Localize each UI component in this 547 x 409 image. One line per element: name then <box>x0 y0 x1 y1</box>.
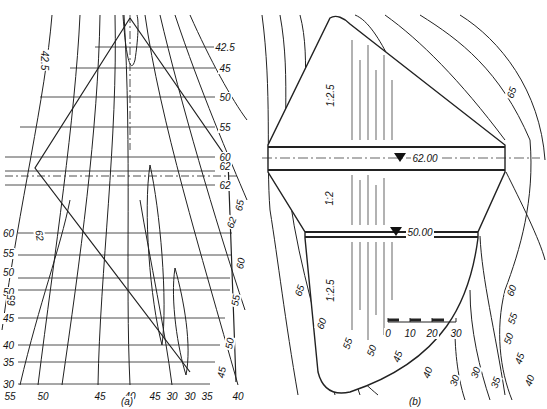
elevation-label: 35 <box>489 374 504 390</box>
elevation-label: 60 <box>505 282 520 298</box>
elevation-label: 50.00 <box>406 227 433 238</box>
elevation-label: 50 <box>502 330 517 346</box>
elevation-label: 30 <box>183 391 196 402</box>
elevation-label: 40 <box>231 391 244 402</box>
elevation-label: 50 <box>36 391 49 402</box>
elevation-label: 62 <box>218 161 231 172</box>
elevation-label: 20 <box>425 328 438 339</box>
slope-ratio: 1:2.5 <box>325 83 336 107</box>
elevation-label: 55 <box>506 310 521 326</box>
elevation-label: 55 <box>229 293 242 308</box>
elevation-label: 60 <box>234 256 247 271</box>
panel-label: (a) <box>120 396 134 407</box>
embankment-b <box>268 16 505 393</box>
elevation-label: 30 <box>165 391 178 402</box>
elevation-label: 55 <box>218 122 231 133</box>
elevation-label: 50 <box>218 92 231 103</box>
elevation-label: 62 <box>218 180 231 191</box>
elevation-label: 30 <box>448 372 463 388</box>
fill-outline-a <box>35 18 236 382</box>
elevation-label: 42.5 <box>40 49 51 70</box>
elevation-label: 45 <box>148 391 161 402</box>
elevation-label: 65 <box>505 84 520 100</box>
elevation-label: 62 <box>33 228 46 243</box>
elevation-label: 42.5 <box>214 42 235 53</box>
elevation-label: 65 <box>233 198 246 213</box>
level-symbols <box>390 153 406 236</box>
contours-b <box>262 15 545 400</box>
elevation-label: 30 <box>469 364 484 380</box>
elevation-label: 40 <box>421 364 436 380</box>
elevation-label: 45 <box>2 313 15 324</box>
elevation-lines-a <box>5 15 240 384</box>
elevation-label: 40 <box>2 340 15 351</box>
elevation-label: 30 <box>2 379 15 390</box>
elevation-label: 60 <box>2 228 15 239</box>
elevation-label: 65 <box>7 293 18 306</box>
elevation-label: 45 <box>215 365 228 380</box>
elevation-label: 55 <box>3 391 16 402</box>
elevation-label: 50 <box>2 267 15 278</box>
elevation-label: 45 <box>93 391 106 402</box>
elevation-label: 35 <box>2 357 15 368</box>
slope-ratio: 1:2.5 <box>325 278 336 302</box>
elevation-label: 35 <box>200 391 213 402</box>
berms-b <box>268 147 505 237</box>
elevation-label: 55 <box>2 248 15 259</box>
panel-label: (b) <box>408 396 422 407</box>
slope-ratio: 1:2 <box>325 190 336 206</box>
slope-hatch <box>352 40 392 340</box>
elevation-label: 40 <box>523 372 538 388</box>
elevation-label: 0 <box>384 328 392 339</box>
contours-a <box>2 15 247 385</box>
elevation-label: 30 <box>449 328 462 339</box>
elevation-label: 62 <box>225 214 240 230</box>
elevation-label: 10 <box>403 328 416 339</box>
elevation-label: 62.00 <box>411 153 438 164</box>
elevation-label: 45 <box>218 63 231 74</box>
scale-bar <box>388 318 456 322</box>
elevation-label: 65 <box>293 282 308 298</box>
elevation-label: 45 <box>513 350 528 366</box>
